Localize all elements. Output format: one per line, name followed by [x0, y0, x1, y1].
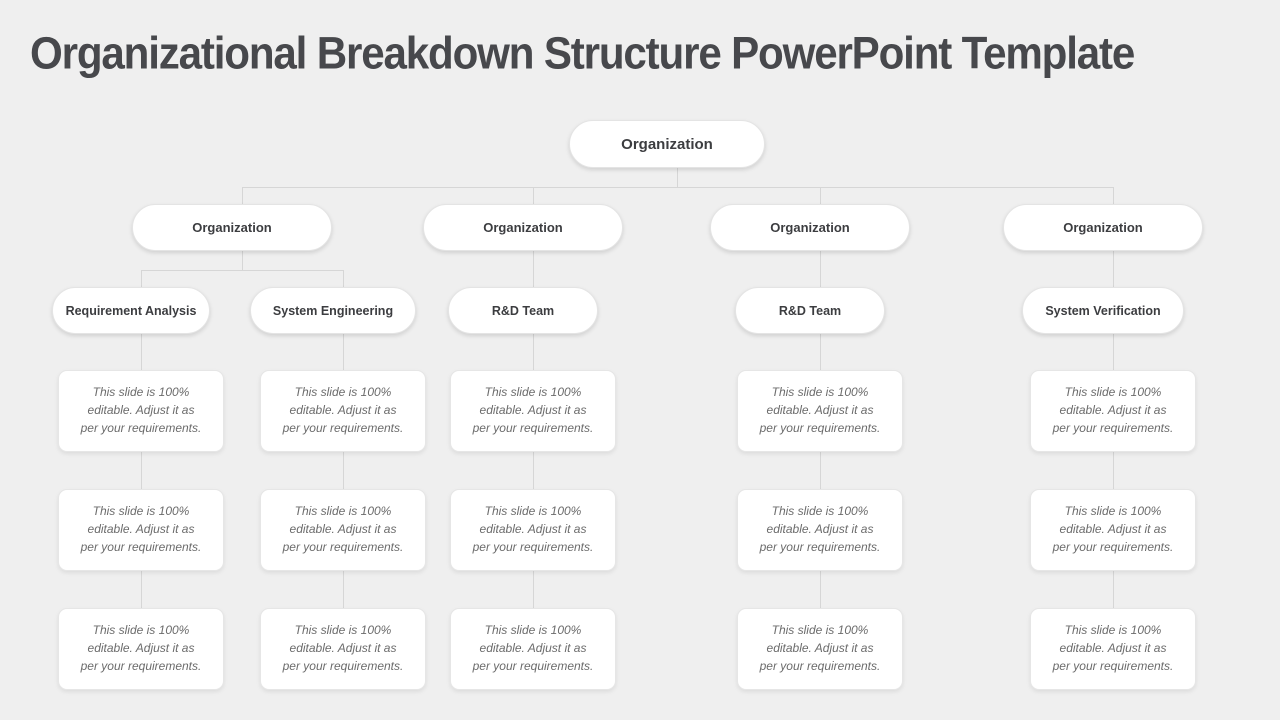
- note-text: This slide is 100% editable. Adjust it a…: [759, 504, 881, 554]
- connector-col5-spine: [1113, 334, 1114, 608]
- note-box-col2-row3: This slide is 100% editable. Adjust it a…: [260, 608, 426, 690]
- slide-title: Organizational Breakdown Structure Power…: [30, 28, 1135, 79]
- org-node-rd-team-2: R&D Team: [735, 285, 905, 338]
- connector-drop-col1: [141, 270, 142, 287]
- connector-level2-rail: [242, 187, 1113, 188]
- note-box-col5-row2: This slide is 100% editable. Adjust it a…: [1030, 489, 1196, 571]
- note-text: This slide is 100% editable. Adjust it a…: [759, 623, 881, 673]
- note-box-col4-row3: This slide is 100% editable. Adjust it a…: [737, 608, 903, 690]
- connector-drop-branch2: [533, 187, 534, 204]
- note-box-col3-row3: This slide is 100% editable. Adjust it a…: [450, 608, 616, 690]
- connector-col1-spine: [141, 334, 142, 608]
- note-box-col3-row1: This slide is 100% editable. Adjust it a…: [450, 370, 616, 452]
- note-text: This slide is 100% editable. Adjust it a…: [80, 385, 202, 435]
- note-box-col5-row3: This slide is 100% editable. Adjust it a…: [1030, 608, 1196, 690]
- org-node-branch-1-label: Organization: [192, 220, 272, 235]
- note-box-col1-row3: This slide is 100% editable. Adjust it a…: [58, 608, 224, 690]
- org-node-system-engineering: System Engineering: [250, 285, 436, 338]
- note-box-col5-row1: This slide is 100% editable. Adjust it a…: [1030, 370, 1196, 452]
- org-node-branch-2: Organization: [423, 202, 643, 255]
- note-box-col4-row1: This slide is 100% editable. Adjust it a…: [737, 370, 903, 452]
- org-node-branch-3: Organization: [710, 202, 930, 255]
- note-text: This slide is 100% editable. Adjust it a…: [472, 623, 594, 673]
- org-node-requirement-analysis: Requirement Analysis: [52, 285, 230, 338]
- note-box-col2-row1: This slide is 100% editable. Adjust it a…: [260, 370, 426, 452]
- connector-drop-col3: [533, 251, 534, 287]
- org-node-rd-team-2-label: R&D Team: [778, 303, 842, 318]
- org-node-branch-2-label: Organization: [483, 220, 563, 235]
- org-node-system-engineering-label: System Engineering: [272, 303, 394, 318]
- connector-drop-col2: [343, 270, 344, 287]
- org-node-system-verification-label: System Verification: [1045, 303, 1161, 318]
- org-node-root: Organization: [569, 118, 785, 171]
- note-text: This slide is 100% editable. Adjust it a…: [1052, 623, 1174, 673]
- org-node-branch-4-label: Organization: [1063, 220, 1143, 235]
- org-node-branch-3-label: Organization: [770, 220, 850, 235]
- note-text: This slide is 100% editable. Adjust it a…: [80, 504, 202, 554]
- note-text: This slide is 100% editable. Adjust it a…: [282, 504, 404, 554]
- org-node-requirement-analysis-label: Requirement Analysis: [65, 303, 197, 318]
- note-box-col3-row2: This slide is 100% editable. Adjust it a…: [450, 489, 616, 571]
- note-text: This slide is 100% editable. Adjust it a…: [80, 623, 202, 673]
- org-node-root-label: Organization: [621, 135, 713, 153]
- connector-drop-branch1: [242, 187, 243, 204]
- note-box-col4-row2: This slide is 100% editable. Adjust it a…: [737, 489, 903, 571]
- org-node-branch-4: Organization: [1003, 202, 1223, 255]
- note-text: This slide is 100% editable. Adjust it a…: [1052, 385, 1174, 435]
- connector-col4-spine: [820, 334, 821, 608]
- connector-drop-branch4: [1113, 187, 1114, 204]
- org-node-rd-team-1: R&D Team: [448, 285, 618, 338]
- org-node-system-verification: System Verification: [1022, 285, 1204, 338]
- org-node-rd-team-1-label: R&D Team: [491, 303, 555, 318]
- connector-branch1-rail: [141, 270, 343, 271]
- note-text: This slide is 100% editable. Adjust it a…: [282, 623, 404, 673]
- note-box-col1-row1: This slide is 100% editable. Adjust it a…: [58, 370, 224, 452]
- note-text: This slide is 100% editable. Adjust it a…: [472, 504, 594, 554]
- connector-branch1-stem: [242, 251, 243, 270]
- connector-col2-spine: [343, 334, 344, 608]
- note-box-col1-row2: This slide is 100% editable. Adjust it a…: [58, 489, 224, 571]
- connector-root-stem: [677, 167, 678, 187]
- connector-drop-col5: [1113, 251, 1114, 287]
- note-text: This slide is 100% editable. Adjust it a…: [472, 385, 594, 435]
- connector-col3-spine: [533, 334, 534, 608]
- connector-drop-col4: [820, 251, 821, 287]
- note-text: This slide is 100% editable. Adjust it a…: [759, 385, 881, 435]
- org-node-branch-1: Organization: [132, 202, 352, 255]
- note-text: This slide is 100% editable. Adjust it a…: [1052, 504, 1174, 554]
- note-box-col2-row2: This slide is 100% editable. Adjust it a…: [260, 489, 426, 571]
- note-text: This slide is 100% editable. Adjust it a…: [282, 385, 404, 435]
- connector-drop-branch3: [820, 187, 821, 204]
